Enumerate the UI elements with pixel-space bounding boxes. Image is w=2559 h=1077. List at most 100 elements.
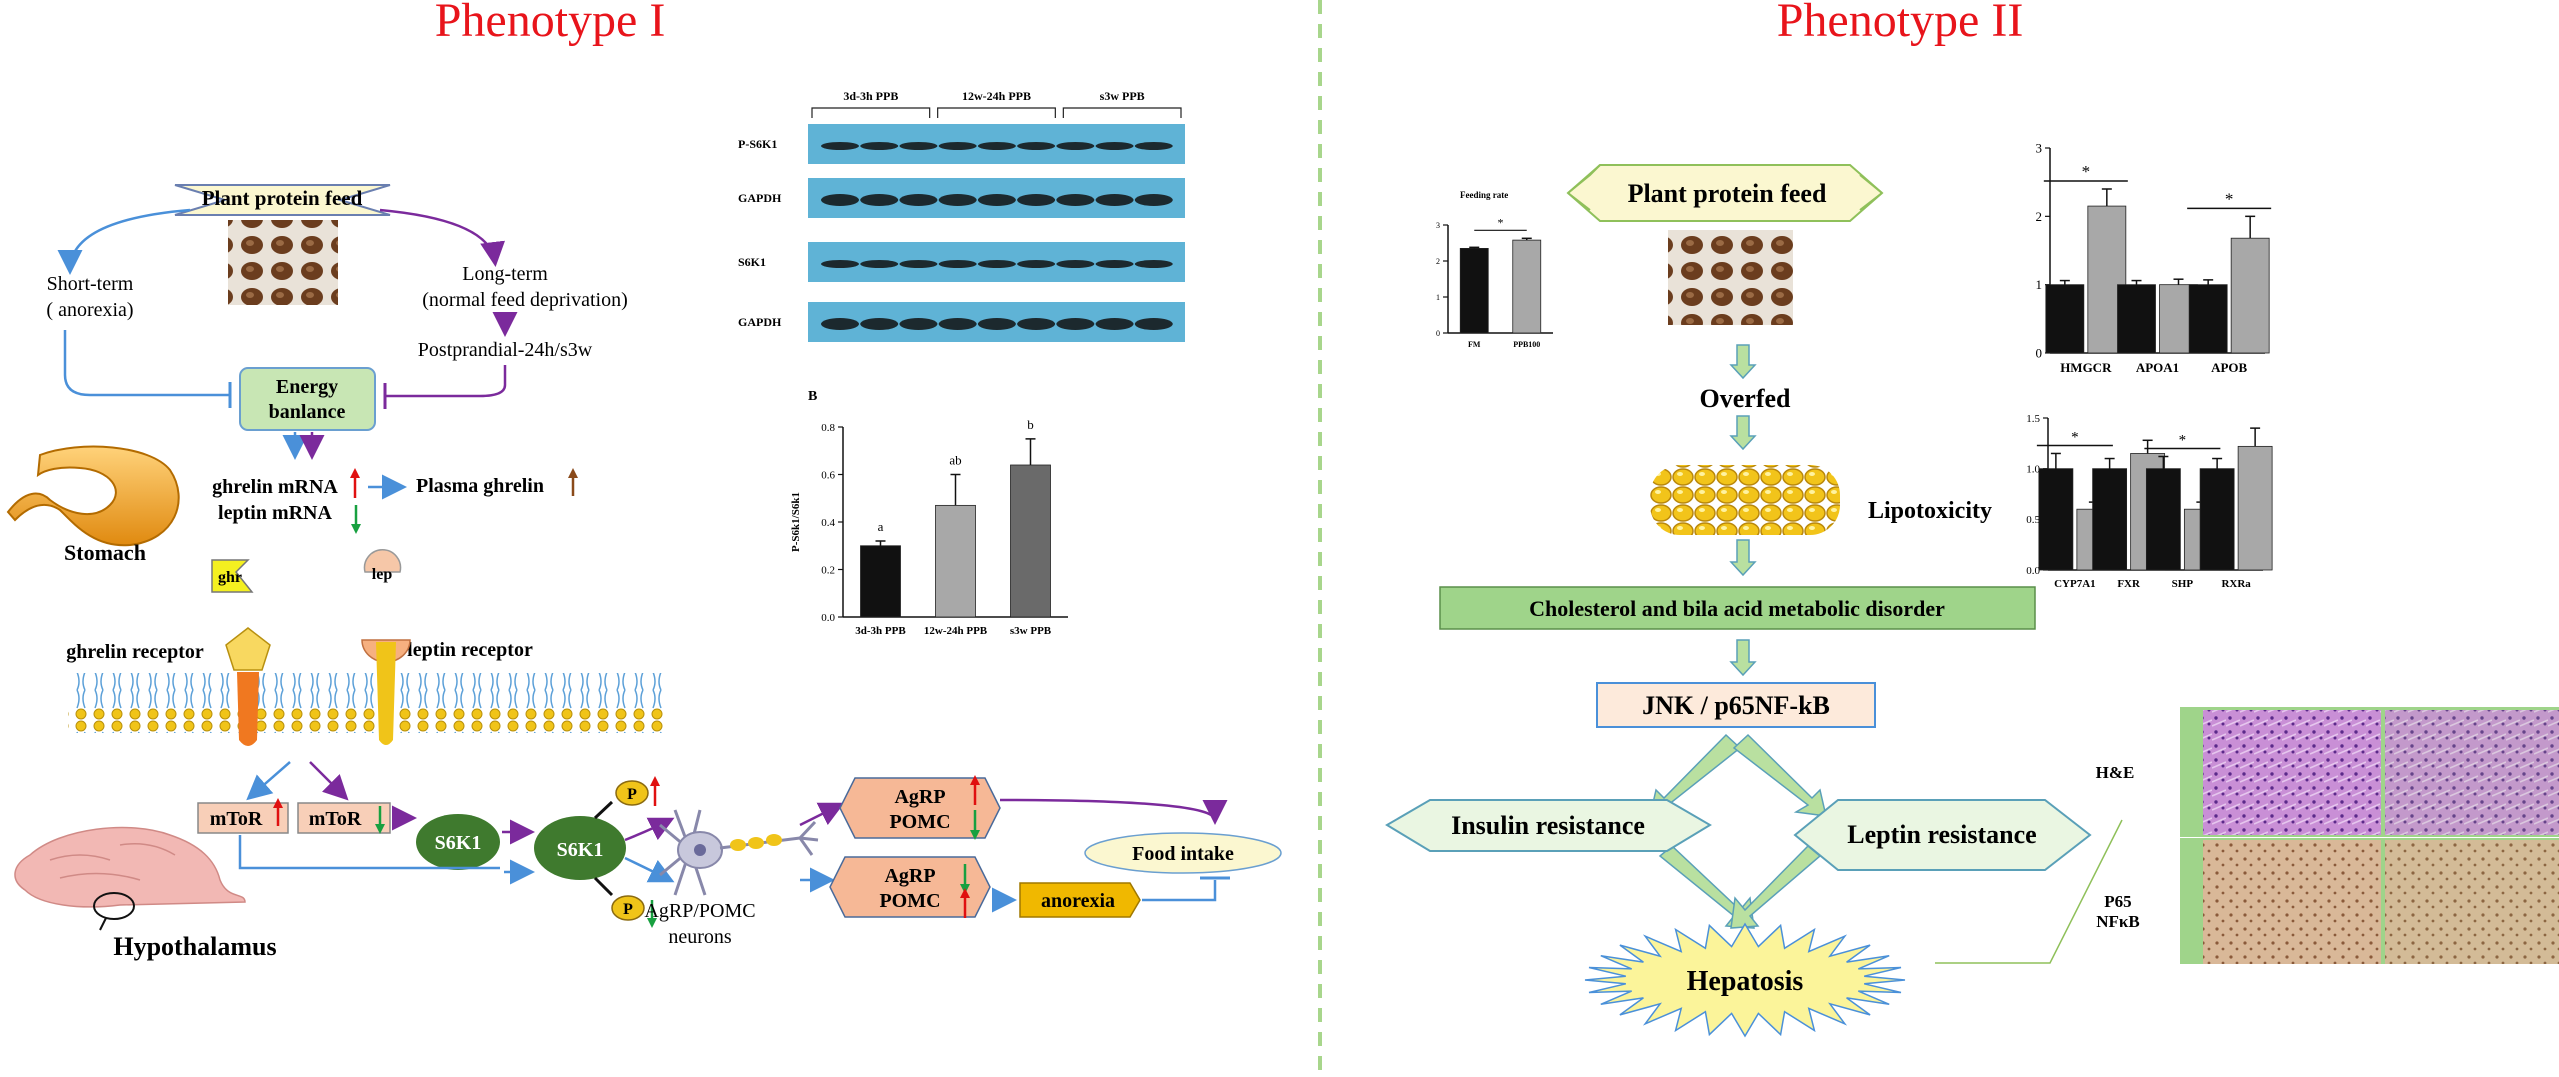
wb-band: [899, 318, 938, 330]
sig-letter: b: [1027, 417, 1034, 432]
sig-letter: ab: [949, 453, 961, 468]
y-tick-label: 0: [1436, 329, 1440, 338]
he-image-control: [2203, 710, 2381, 835]
s6k1-label-2: S6K1: [557, 839, 604, 861]
wb-band: [1134, 142, 1173, 150]
bar: [1010, 464, 1051, 618]
agrp-label-down: AgRP: [884, 865, 935, 887]
y-tick-label: 0.8: [821, 422, 835, 434]
wb-band: [1134, 194, 1173, 206]
wb-band: [1095, 260, 1134, 268]
food-intake-box: [1084, 832, 1282, 874]
food-intake-label: Food intake: [1132, 843, 1234, 865]
wb-row-label: GAPDH: [738, 315, 782, 329]
wb-group-bracket: [1062, 107, 1182, 118]
wb-group-bracket: [811, 107, 931, 118]
sig-star: *: [2071, 429, 2079, 445]
wb-group-label: s3w PPB: [1100, 89, 1145, 103]
wb-band: [977, 318, 1016, 330]
leptin-receptor-body: [376, 642, 396, 745]
mtor-label-2: mToR: [309, 808, 362, 830]
he-label: H&E: [2096, 763, 2135, 782]
x-tick-label: PPB100: [1513, 340, 1540, 349]
y-tick-label: 2: [1436, 257, 1440, 266]
phenotype-ii-title: Phenotype II: [1777, 0, 2024, 47]
y-tick-label: 1: [1436, 293, 1440, 302]
leptin-mrna-label: leptin mRNA: [218, 502, 332, 524]
anorexia-paren-label: ( anorexia): [46, 299, 133, 321]
x-tick-label: FM: [1468, 340, 1481, 349]
neuron-illustration: [659, 809, 819, 896]
plasma-ghrelin-label: Plasma ghrelin: [416, 475, 544, 497]
wb-group-label: 3d-3h PPB: [843, 89, 898, 103]
bar: [2145, 468, 2181, 571]
wb-band: [1017, 260, 1056, 268]
bar: [935, 504, 976, 618]
y-tick-label: 1: [2036, 277, 2043, 292]
y-tick-label: 2: [2036, 209, 2043, 224]
wb-band: [860, 142, 899, 150]
mtor-box-2: [297, 802, 391, 834]
sig-star: *: [2225, 189, 2234, 208]
wb-band: [938, 318, 977, 330]
wb-band: [1017, 142, 1056, 150]
x-tick-label: 12w-24h PPB: [924, 625, 988, 637]
bar: [1512, 239, 1542, 334]
stomach-illustration: [6, 445, 180, 547]
y-tick-label: 0.5: [2026, 514, 2040, 526]
p65-label-1: P65: [2104, 892, 2131, 911]
agrp-label-up: AgRP: [894, 786, 945, 808]
wb-group-bracket: [937, 107, 1056, 118]
deprivation-label: (normal feed deprivation): [422, 289, 627, 311]
x-tick-label: CYP7A1: [2054, 578, 2096, 590]
bar: [1459, 247, 1489, 334]
wb-band: [821, 142, 859, 150]
wb-band: [1134, 318, 1173, 330]
wb-band: [977, 194, 1016, 206]
sig-star: *: [1498, 215, 1504, 229]
wb-band: [938, 142, 977, 150]
brain-illustration: [14, 826, 246, 908]
neurons-label-1: AgRP/POMC: [644, 900, 755, 922]
x-tick-label: SHP: [2172, 578, 2194, 590]
ghrelin-receptor-label: ghrelin receptor: [66, 641, 204, 663]
bar: [2237, 445, 2273, 571]
postprandial-label: Postprandial-24h/s3w: [418, 339, 593, 361]
ihc-image-treatment: [2385, 840, 2559, 964]
y-axis-label: P-S6k1/S6k1: [790, 492, 802, 552]
wb-band: [1056, 194, 1095, 206]
p-label-up: P: [627, 786, 637, 803]
ghrelin-mrna-label: ghrelin mRNA: [212, 476, 338, 498]
feed-label-left: Plant protein feed: [202, 186, 363, 210]
y-tick-label: 3: [1436, 221, 1440, 230]
ghrelin-receptor-head: [225, 627, 271, 671]
y-tick-label: 0.6: [821, 469, 835, 481]
bar: [2188, 284, 2228, 354]
sig-letter: a: [878, 519, 884, 534]
wb-row-label: GAPDH: [738, 191, 782, 205]
x-tick-label: FXR: [2117, 578, 2141, 590]
energy-balance-box: [239, 367, 376, 431]
bar: [2117, 284, 2156, 354]
wb-band: [938, 260, 977, 268]
wb-band: [977, 142, 1016, 150]
sig-star: *: [2082, 162, 2091, 181]
x-tick-label: APOA1: [2136, 360, 2179, 375]
lep-ligand: [363, 549, 402, 573]
x-tick-label: RXRa: [2221, 578, 2251, 590]
wb-band: [1095, 318, 1134, 330]
cell-membrane: [68, 673, 668, 733]
feed-label-right: Plant protein feed: [1628, 179, 1827, 208]
phenotype-i-title: Phenotype I: [435, 0, 666, 47]
wb-band: [899, 260, 938, 268]
stomach-label: Stomach: [64, 540, 146, 565]
wb-band: [860, 260, 899, 268]
wb-band: [1017, 318, 1056, 330]
wb-band: [899, 194, 938, 206]
bar: [860, 545, 901, 618]
p-phospho-up: [615, 780, 649, 806]
